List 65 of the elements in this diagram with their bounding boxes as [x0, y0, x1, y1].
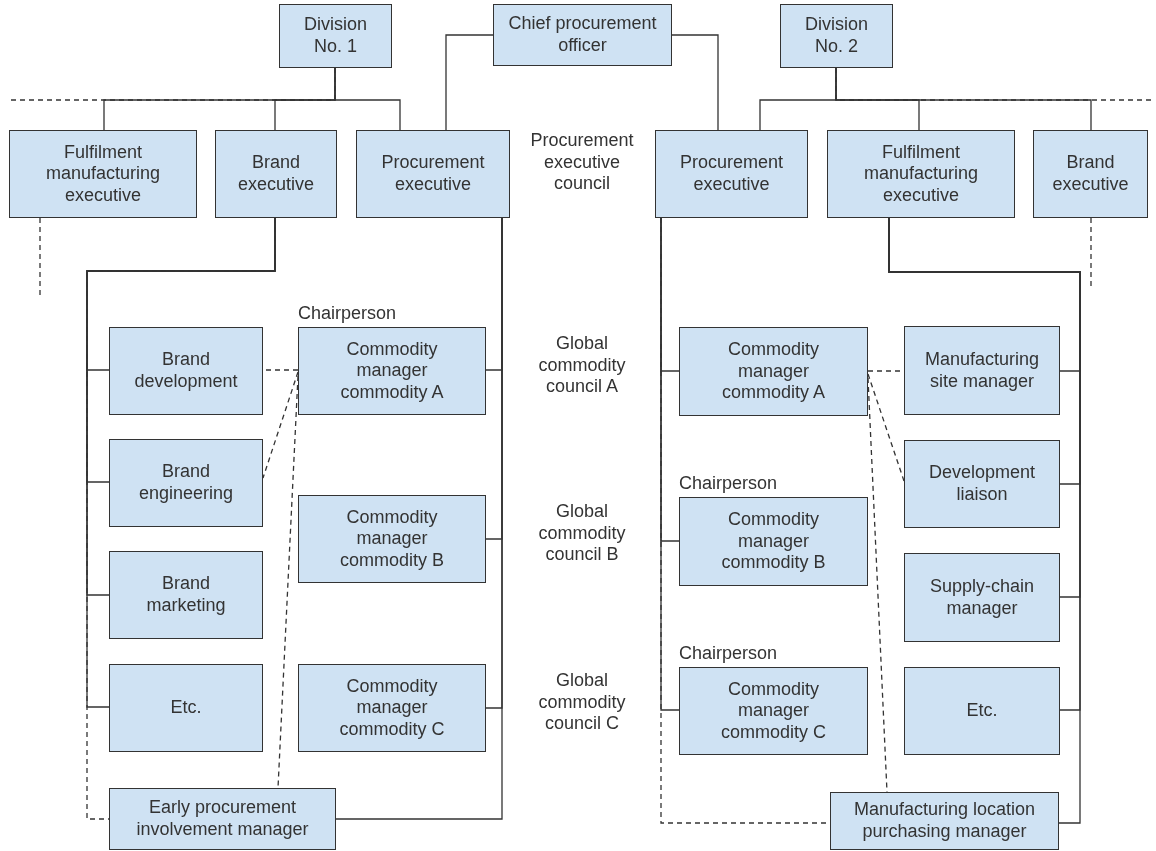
role-box	[109, 664, 263, 752]
role-label: Procurement executive	[678, 152, 784, 196]
role-label: Development liaison	[927, 462, 1037, 506]
dashed-connector	[867, 373, 905, 482]
role-label: Fulfilment manufacturing executive	[44, 141, 162, 207]
role-label: Brand executive	[1051, 152, 1130, 196]
role-label: Etc.	[170, 697, 202, 719]
role-label: Supply-chain manager	[928, 575, 1036, 620]
council-label: Global commodity council A	[537, 333, 627, 398]
role-box	[679, 497, 868, 586]
role-box	[109, 551, 263, 639]
role-label: Commodity manager commodity B	[720, 509, 827, 574]
role-label: Procurement executive	[380, 152, 486, 196]
role-box	[9, 130, 197, 218]
council-label: Global commodity council C	[537, 670, 627, 735]
dashed-connector	[39, 217, 41, 298]
role-box	[679, 667, 868, 755]
role-box	[904, 440, 1060, 528]
role-box	[356, 130, 510, 218]
role-caption: Chairperson	[679, 643, 778, 665]
council-label: Global commodity council B	[537, 501, 627, 566]
connector-line	[671, 34, 719, 131]
council-label: Procurement executive council	[529, 130, 635, 195]
role-label: Etc.	[966, 700, 998, 722]
role-label: Chief procurement officer	[507, 13, 658, 57]
role-box	[655, 130, 808, 218]
role-box	[827, 130, 1015, 218]
dashed-connector	[262, 371, 299, 479]
role-caption: Chairperson	[298, 303, 397, 325]
role-label: Fulfilment manufacturing executive	[862, 141, 980, 207]
role-label: Early procurement involvement manager	[135, 797, 310, 841]
role-caption: Chairperson	[679, 473, 778, 495]
role-label: Manufacturing location purchasing manager	[852, 799, 1037, 843]
role-box	[780, 4, 893, 68]
role-box	[109, 788, 336, 850]
role-box	[279, 4, 392, 68]
connector-line	[445, 34, 494, 131]
role-box	[679, 327, 868, 416]
role-box	[904, 326, 1060, 415]
role-box	[215, 130, 337, 218]
role-label: Division No. 2	[804, 14, 869, 58]
role-box	[109, 327, 263, 415]
role-box	[904, 667, 1060, 755]
role-box	[298, 327, 486, 415]
role-box	[493, 4, 672, 66]
role-label: Manufacturing site manager	[923, 348, 1041, 393]
role-label: Brand development	[133, 349, 239, 393]
dashed-connector	[8, 67, 336, 101]
role-box	[109, 439, 263, 527]
role-box	[830, 792, 1059, 850]
role-label: Brand engineering	[137, 461, 235, 505]
role-label: Commodity manager commodity C	[338, 675, 446, 741]
role-label: Commodity manager commodity A	[339, 338, 445, 404]
dashed-connector	[835, 67, 1153, 101]
role-box	[298, 495, 486, 583]
role-box	[298, 664, 486, 752]
role-box	[904, 553, 1060, 642]
role-label: Brand executive	[236, 152, 315, 196]
role-box	[1033, 130, 1148, 218]
role-label: Division No. 1	[303, 14, 368, 58]
role-label: Commodity manager commodity C	[720, 678, 827, 744]
connector-line	[335, 217, 503, 820]
role-label: Commodity manager commodity A	[720, 339, 826, 404]
role-label: Commodity manager commodity B	[339, 506, 445, 572]
role-label: Brand marketing	[145, 573, 227, 617]
